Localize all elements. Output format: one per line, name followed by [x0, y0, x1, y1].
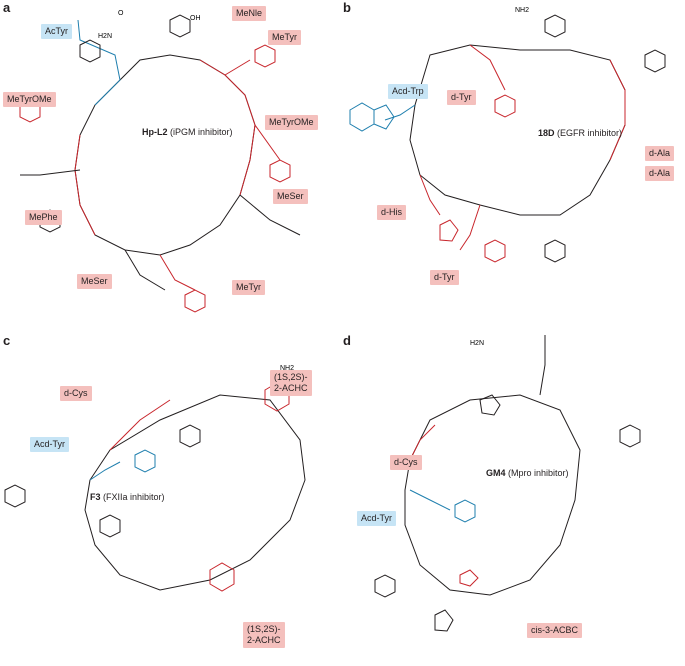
atom-label: OH: [190, 15, 201, 22]
label-me-ser-1: MeSer: [273, 189, 308, 204]
compound-target: (iPGM inhibitor): [170, 127, 233, 137]
label-ac-tyr: AcTyr: [41, 24, 73, 39]
label-d-cys: d-Cys: [390, 455, 422, 470]
atom-label: H2N: [98, 33, 112, 40]
label-me-ser-2: MeSer: [77, 274, 112, 289]
compound-name: F3: [90, 492, 101, 502]
label-ac-d-tyr: Acd-Tyr: [357, 511, 397, 526]
compound-name: GM4: [486, 468, 506, 478]
compound-target: (EGFR inhibitor): [557, 128, 623, 138]
label-me-tyr-ome-2: MeTyrOMe: [265, 115, 318, 130]
caption-a: Hp-L2 (iPGM inhibitor): [142, 127, 233, 137]
label-d-his: d-His: [377, 205, 407, 220]
structure-c: [4, 382, 306, 592]
caption-c: F3 (FXIIa inhibitor): [90, 492, 165, 502]
panel-letter-b: b: [343, 0, 351, 15]
label-me-tyr-2: MeTyr: [232, 280, 266, 295]
label-d-tyr-2: d-Tyr: [430, 270, 459, 285]
structure-d: [374, 335, 641, 632]
label-achc-2: (1S,2S)- 2-ACHC: [243, 622, 285, 648]
label-ac-d-trp: Acd-Trp: [388, 84, 428, 99]
label-ac-d-tyr: Acd-Tyr: [30, 437, 70, 452]
panel-letter-a: a: [3, 0, 11, 15]
compound-name: 18D: [538, 128, 555, 138]
compound-name: Hp-L2: [142, 127, 168, 137]
label-d-ala-1: d-Ala: [645, 146, 675, 161]
label-d-tyr-1: d-Tyr: [447, 90, 476, 105]
atom-label: NH2: [280, 365, 294, 372]
label-me-tyr: MeTyr: [268, 30, 302, 45]
panel-letter-d: d: [343, 333, 351, 348]
atom-label: H2N: [470, 340, 484, 347]
label-cis-3-acbc: cis-3-ACBC: [527, 623, 583, 638]
compound-target: (FXIIa inhibitor): [103, 492, 165, 502]
caption-b: 18D (EGFR inhibitor): [538, 128, 622, 138]
label-d-cys: d-Cys: [60, 386, 92, 401]
compound-target: (Mpro inhibitor): [508, 468, 569, 478]
label-me-tyr-ome-1: MeTyrOMe: [3, 92, 56, 107]
structure-a: [19, 14, 301, 313]
atom-label: NH2: [515, 7, 529, 14]
label-achc-1: (1S,2S)- 2-ACHC: [270, 370, 312, 396]
atom-label: O: [118, 10, 124, 17]
caption-d: GM4 (Mpro inhibitor): [486, 468, 569, 478]
panel-letter-c: c: [3, 333, 11, 348]
structure-b: [349, 14, 666, 263]
label-d-ala-2: d-Ala: [645, 166, 675, 181]
label-me-nle: MeNle: [232, 6, 267, 21]
label-me-phe: MePhe: [25, 210, 62, 225]
